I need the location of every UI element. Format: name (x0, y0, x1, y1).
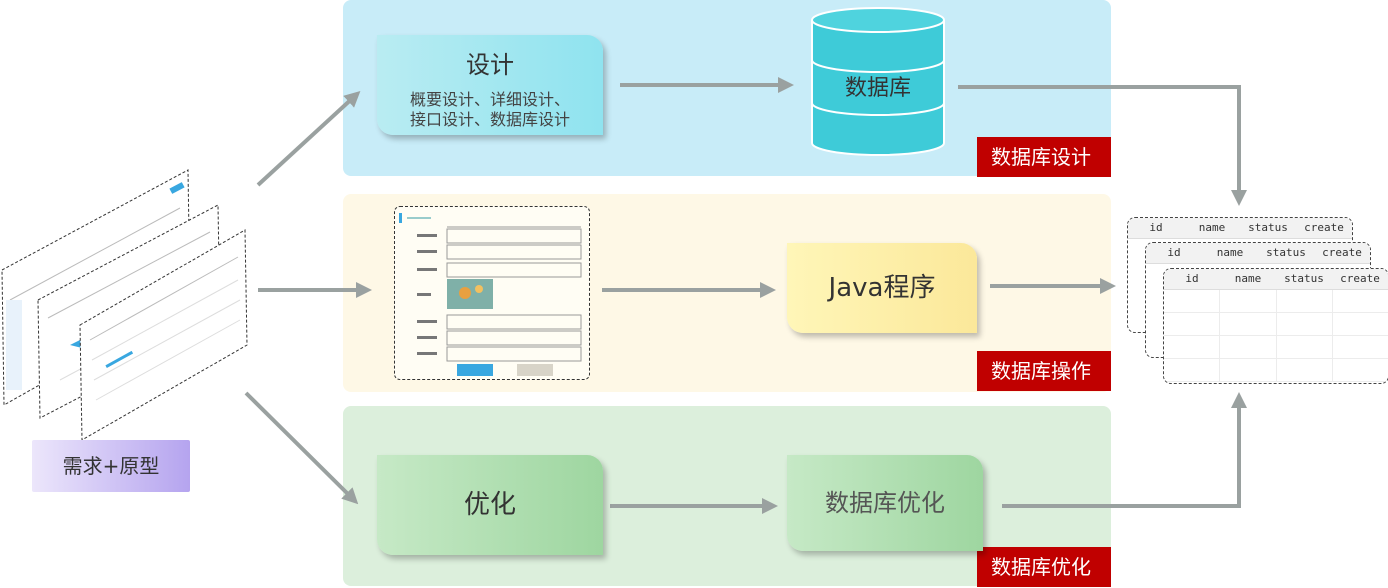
table-row (1164, 336, 1388, 359)
column-id: id (1185, 272, 1199, 285)
design-card: 设计 概要设计、详细设计、 接口设计、数据库设计 (377, 35, 603, 135)
arrow-dbopt-to-tables (1002, 392, 1247, 508)
design-card-title: 设计 (466, 51, 514, 79)
prototype-screens-icon (1, 169, 248, 441)
table-row (1164, 313, 1388, 336)
table-row (1164, 290, 1388, 313)
column-status: status (1248, 221, 1288, 234)
column-id: id (1167, 246, 1181, 259)
form-mockup-graphic (399, 213, 582, 376)
column-create: create (1322, 246, 1362, 259)
arrow-to-design (256, 90, 361, 187)
form-mockup (394, 206, 590, 380)
column-create: create (1304, 221, 1344, 234)
column-id: id (1149, 221, 1163, 234)
column-create: create (1340, 272, 1380, 285)
database-label: 数据库 (844, 76, 911, 101)
table-header: id name status create (1128, 218, 1352, 239)
column-name: name (1216, 246, 1244, 259)
table-header: id name status create (1164, 269, 1388, 290)
arrow-db-to-tables (958, 85, 1247, 206)
design-card-line2: 接口设计、数据库设计 (409, 110, 570, 129)
column-name: name (1198, 221, 1226, 234)
table-row (1164, 359, 1388, 382)
optimize-card: 优化 (377, 455, 603, 555)
column-status: status (1266, 246, 1306, 259)
column-name: name (1234, 272, 1262, 285)
database-icon (811, 7, 945, 156)
table-header: id name status create (1146, 243, 1370, 264)
requirement-label: 需求+原型 (32, 440, 190, 492)
stage-tag-optimize: 数据库优化 (977, 547, 1111, 587)
java-program-card: Java程序 (787, 243, 977, 333)
table-front: id name status create (1163, 268, 1388, 384)
stage-tag-operation: 数据库操作 (977, 351, 1111, 391)
arrow-to-optimize (244, 391, 359, 505)
stage-tag-design: 数据库设计 (977, 137, 1111, 177)
design-card-line1: 概要设计、详细设计、 (409, 90, 570, 109)
column-status: status (1284, 272, 1324, 285)
db-optimize-card: 数据库优化 (787, 455, 983, 551)
